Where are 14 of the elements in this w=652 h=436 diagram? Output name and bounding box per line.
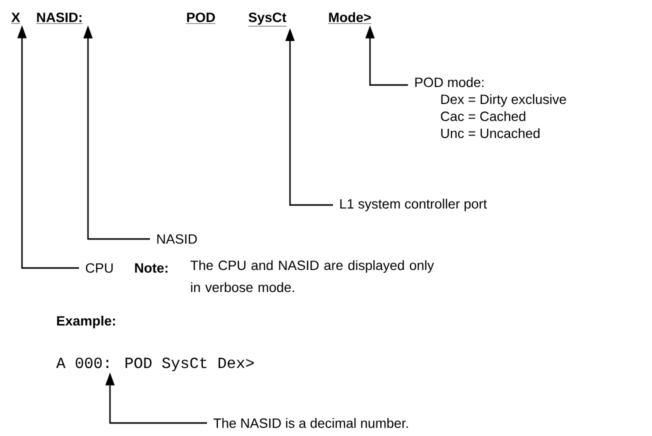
- header-field: POD: [186, 12, 216, 24]
- header-field: SysCt: [248, 12, 287, 26]
- annotation-text: CPU: [86, 263, 113, 273]
- header-field: X: [11, 12, 20, 24]
- note-label: Note:: [135, 263, 168, 273]
- annotation-text: NASID: [157, 234, 197, 244]
- annotation-text: The NASID is a decimal number.: [214, 418, 408, 428]
- example-command: A 000: POD SysCt Dex>: [56, 358, 254, 372]
- annotation-text: POD mode: Dex = Dirty exclusive Cac = Cached Unc = Uncached: [415, 77, 566, 138]
- annotation-text: L1 system controller port: [340, 198, 487, 212]
- example-heading: Example:: [57, 316, 115, 328]
- note-text: The CPU and NASID are displayed only in verbose mode.: [190, 260, 434, 292]
- header-field: NASID:: [36, 12, 83, 24]
- header-field: Mode>: [328, 12, 372, 24]
